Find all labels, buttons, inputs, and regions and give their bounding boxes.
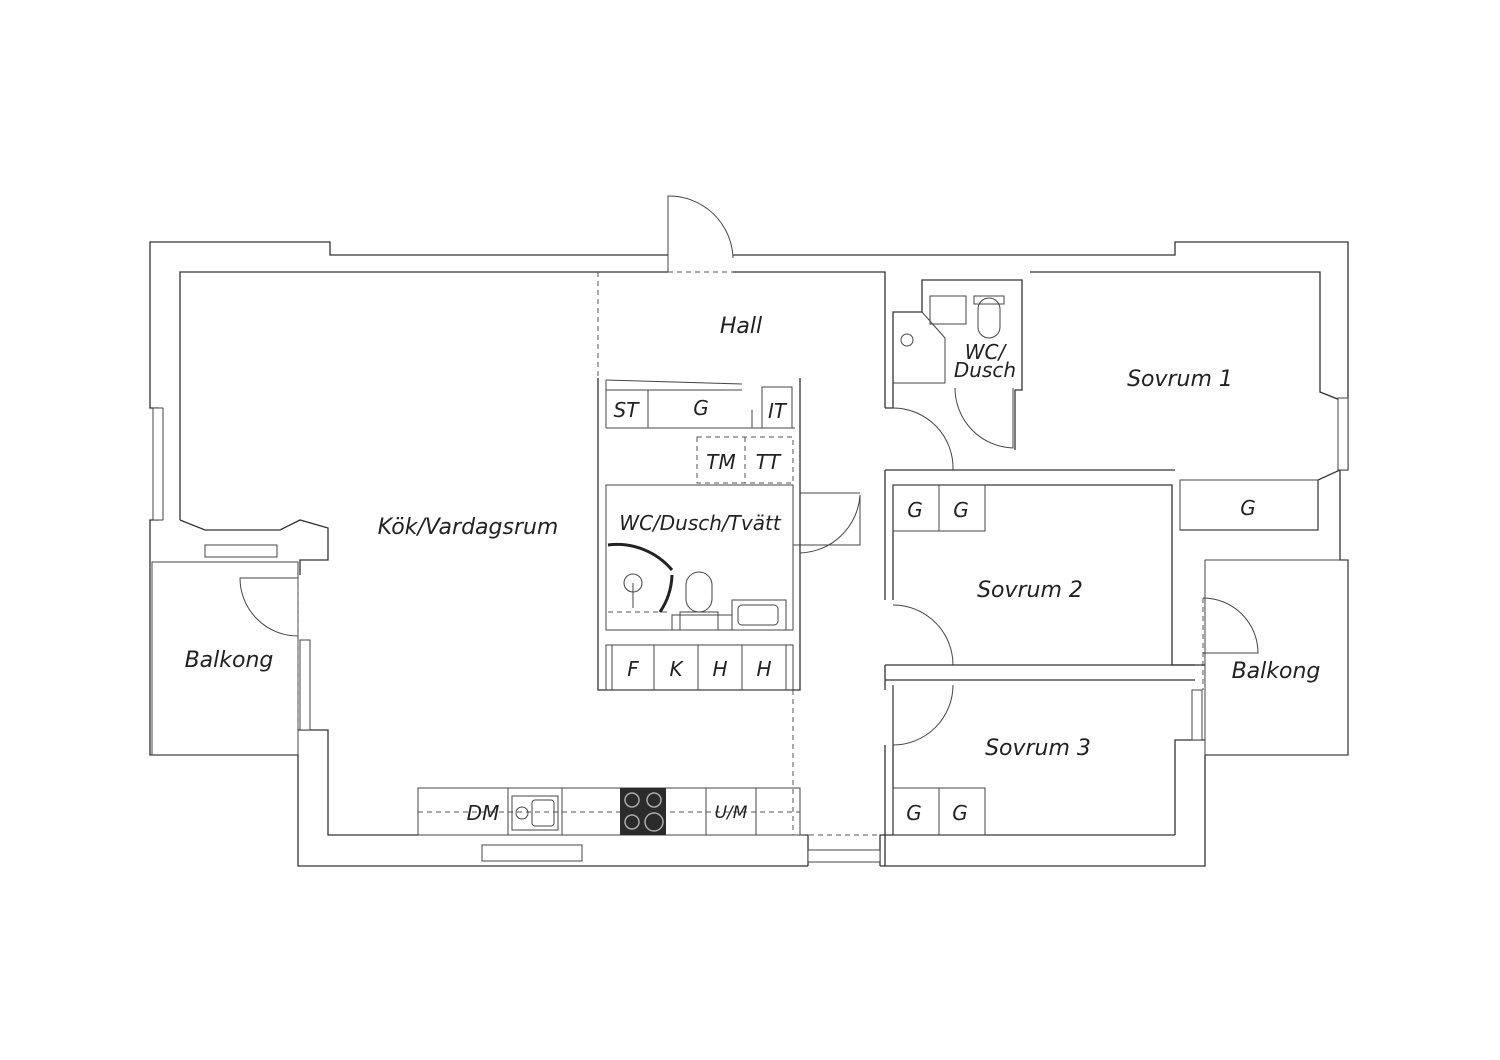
- fixture-label-dm: DM: [467, 801, 500, 825]
- room-label-hall: Hall: [720, 314, 762, 339]
- right-block: [884, 279, 1319, 866]
- room-label-bath-main: WC/Dusch/Tvätt: [619, 511, 782, 535]
- fixture-label-k: K: [669, 657, 684, 681]
- fixture-label-g-bed2-a: G: [907, 498, 923, 522]
- fixture-label-it: IT: [768, 399, 788, 423]
- balconies: [151, 559, 1349, 756]
- room-label-bath-small-2: Dusch: [954, 358, 1016, 382]
- fixture-label-st: ST: [614, 398, 641, 422]
- room-label-bedroom-3: Sovrum 3: [985, 736, 1091, 761]
- sink-icon: [511, 795, 559, 831]
- window-living: [299, 639, 311, 731]
- window-bedroom-3: [1191, 689, 1203, 741]
- fixture-label-g-hall: G: [693, 396, 709, 420]
- entrance: [597, 195, 880, 836]
- balcony-right: [1204, 559, 1349, 756]
- kitchen-counter: [417, 787, 801, 836]
- balcony-left: [151, 561, 299, 756]
- room-label-kitchen-living: Kök/Vardagsrum: [378, 515, 559, 540]
- window-hall: [807, 849, 881, 863]
- fixture-label-h-1: H: [712, 657, 727, 681]
- fixture-label-tt: TT: [756, 450, 782, 474]
- room-label-bedroom-1: Sovrum 1: [1127, 367, 1233, 392]
- fixture-label-g-bed3-a: G: [906, 801, 922, 825]
- central-core: [597, 378, 861, 691]
- room-label-bath-small-1: WC/: [965, 340, 1008, 364]
- fixture-label-g-bed1: G: [1240, 496, 1256, 520]
- window-kitchen: [481, 844, 583, 862]
- windows: [152, 397, 1349, 863]
- window-balcony-left: [204, 544, 278, 558]
- fixture-label-g-bed2-b: G: [953, 498, 969, 522]
- fixture-label-g-bed3-b: G: [952, 801, 968, 825]
- labels: Kök/Vardagsrum Hall WC/Dusch/Tvätt WC/ D…: [185, 314, 1321, 825]
- room-label-bedroom-2: Sovrum 2: [977, 578, 1083, 603]
- fixture-label-um: U/M: [715, 803, 748, 823]
- window-bedroom-1: [1337, 397, 1349, 471]
- small-sink: [929, 295, 967, 325]
- window-left: [152, 407, 164, 521]
- room-label-balcony-left: Balkong: [185, 648, 274, 673]
- fixture-label-f: F: [627, 657, 639, 681]
- fixture-label-h-2: H: [756, 657, 771, 681]
- fixture-label-tm: TM: [706, 450, 735, 474]
- room-label-balcony-right: Balkong: [1232, 659, 1321, 684]
